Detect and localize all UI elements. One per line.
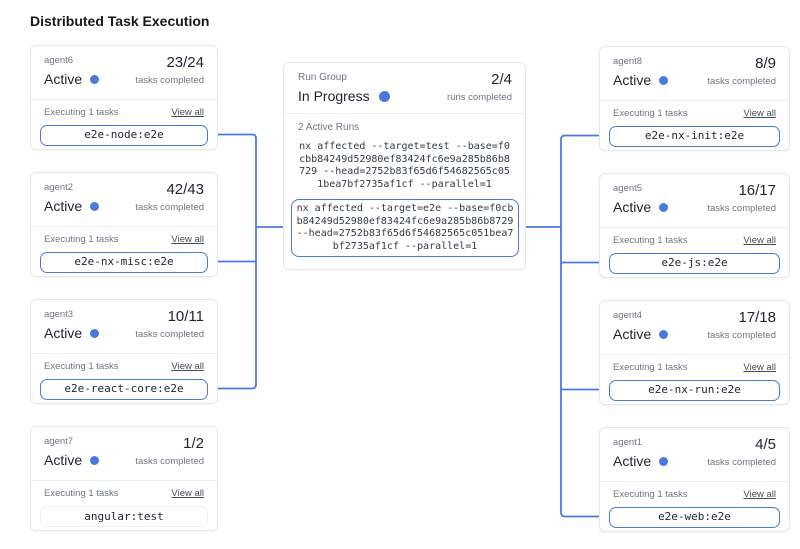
agent-card-header: agent2 Active 42/43 tasks completed [31,173,217,227]
task-box[interactable]: e2e-nx-misc:e2e [40,252,208,273]
status-dot-icon [378,91,390,102]
view-all-link[interactable]: View all [743,108,776,119]
view-all-link[interactable]: View all [171,234,204,245]
agent-status: Active [613,199,652,215]
tasks-count: 4/5 [755,436,776,453]
view-all-link[interactable]: View all [743,489,776,500]
agent-status: Active [613,453,652,469]
status-dot-icon [659,202,669,212]
view-all-link[interactable]: View all [171,107,204,118]
status-dot-icon [90,455,100,465]
agent-card-header: agent1 Active 4/5 tasks completed [600,428,789,482]
agent-name: agent6 [44,55,74,66]
agent-card-agent6: agent6 Active 23/24 tasks completed Exec… [30,45,218,150]
tasks-count-label: tasks completed [135,456,204,467]
agent-card-agent2: agent2 Active 42/43 tasks completed Exec… [30,172,218,277]
agent-name: agent8 [613,56,643,67]
run-command: nx affected --target=test --base=f0cbb84… [299,141,510,190]
agent-card-header: agent4 Active 17/18 tasks completed [600,301,789,355]
agent-card-agent5: agent5 Active 16/17 tasks completed Exec… [599,173,790,278]
run-group-header: Run Group In Progress 2/4 runs completed [284,63,525,114]
task-box[interactable]: e2e-node:e2e [40,125,208,146]
run-group-status: In Progress [298,88,370,104]
agent-status: Active [44,325,83,341]
view-all-link[interactable]: View all [171,361,204,372]
agent-card-header: agent6 Active 23/24 tasks completed [31,46,217,100]
agent-card-header: agent5 Active 16/17 tasks completed [600,174,789,228]
executing-label: Executing 1 tasks [613,362,688,373]
executing-label: Executing 1 tasks [44,361,119,372]
active-runs-label: 2 Active Runs [298,122,360,133]
task-box[interactable]: e2e-js:e2e [609,253,780,274]
agent-name: agent4 [613,310,643,321]
tasks-count: 8/9 [755,55,776,72]
agent-name: agent7 [44,436,74,447]
view-all-link[interactable]: View all [171,488,204,499]
tasks-count: 1/2 [183,435,204,452]
tasks-count: 17/18 [738,309,776,326]
agent-name: agent5 [613,183,643,194]
tasks-count-label: tasks completed [135,329,204,340]
status-dot-icon [90,328,100,338]
status-dot-icon [90,201,100,211]
agent-status: Active [613,326,652,342]
status-dot-icon [659,456,669,466]
tasks-count-label: tasks completed [707,76,776,87]
agent-status: Active [44,71,83,87]
tasks-count-label: tasks completed [707,457,776,468]
tasks-count-label: tasks completed [707,330,776,341]
agent-card-agent1: agent1 Active 4/5 tasks completed Execut… [599,427,790,532]
agent-card-agent7: agent7 Active 1/2 tasks completed Execut… [30,426,218,531]
agent-status: Active [613,72,652,88]
executing-label: Executing 1 tasks [44,234,119,245]
tasks-count: 16/17 [738,182,776,199]
view-all-link[interactable]: View all [743,235,776,246]
executing-label: Executing 1 tasks [613,108,688,119]
agent-card-header: agent3 Active 10/11 tasks completed [31,300,217,354]
tasks-count: 42/43 [166,181,204,198]
agent-card-agent4: agent4 Active 17/18 tasks completed Exec… [599,300,790,405]
run-command-active[interactable]: nx affected --target=e2e --base=f0cbb842… [291,199,519,257]
tasks-count-label: tasks completed [707,203,776,214]
agent-name: agent1 [613,437,643,448]
task-box[interactable]: e2e-nx-init:e2e [609,126,780,147]
agent-status: Active [44,452,83,468]
runs-count-label: runs completed [447,92,512,103]
status-dot-icon [659,75,669,85]
status-dot-icon [659,329,669,339]
executing-label: Executing 1 tasks [44,107,119,118]
task-box[interactable]: angular:test [40,506,208,527]
tasks-count: 10/11 [167,308,204,325]
agent-card-header: agent7 Active 1/2 tasks completed [31,427,217,481]
status-dot-icon [90,74,100,84]
executing-label: Executing 1 tasks [613,489,688,500]
page-title: Distributed Task Execution [30,13,210,29]
agent-card-agent8: agent8 Active 8/9 tasks completed Execut… [599,46,790,151]
run-group-label: Run Group [298,72,347,83]
run-group-card: Run Group In Progress 2/4 runs completed… [283,62,526,270]
tasks-count-label: tasks completed [135,202,204,213]
executing-label: Executing 1 tasks [44,488,119,499]
executing-label: Executing 1 tasks [613,235,688,246]
runs-count: 2/4 [491,71,512,88]
agent-name: agent3 [44,309,74,320]
task-box[interactable]: e2e-react-core:e2e [40,379,208,400]
view-all-link[interactable]: View all [743,362,776,373]
task-box[interactable]: e2e-nx-run:e2e [609,380,780,401]
agent-card-header: agent8 Active 8/9 tasks completed [600,47,789,101]
task-box[interactable]: e2e-web:e2e [609,507,780,528]
agent-status: Active [44,198,83,214]
agent-card-agent3: agent3 Active 10/11 tasks completed Exec… [30,299,218,404]
tasks-count: 23/24 [166,54,204,71]
tasks-count-label: tasks completed [135,75,204,86]
agent-name: agent2 [44,182,74,193]
